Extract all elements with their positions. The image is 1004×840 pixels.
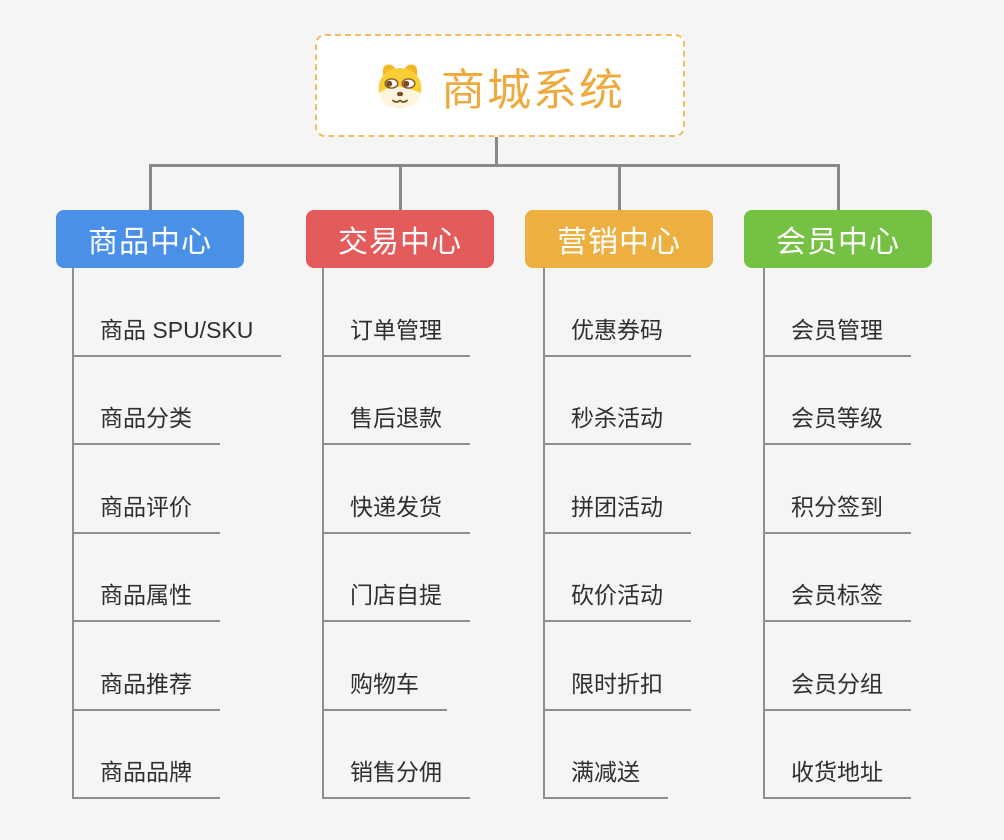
leaf-node[interactable]: 商品品牌: [74, 758, 220, 799]
leaf-node[interactable]: 会员等级: [765, 404, 911, 445]
branch-label: 营销中心: [557, 226, 681, 259]
leaf-node[interactable]: 商品推荐: [74, 670, 220, 711]
branch-node-member-center[interactable]: 会员中心: [744, 210, 932, 268]
connector-drop-trade-center: [399, 164, 402, 210]
leaf-node[interactable]: 商品属性: [74, 581, 220, 622]
leaf-node[interactable]: 秒杀活动: [545, 404, 691, 445]
leaf-node[interactable]: 会员管理: [765, 316, 911, 357]
leaf-node[interactable]: 订单管理: [324, 316, 470, 357]
leaf-node[interactable]: 门店自提: [324, 581, 470, 622]
connector-drop-member-center: [837, 164, 840, 210]
leaf-column-marketing-center: 优惠券码 秒杀活动 拼团活动 砍价活动 限时折扣 满减送: [543, 268, 780, 799]
leaf-node[interactable]: 商品分类: [74, 404, 220, 445]
connector-root-drop: [495, 137, 498, 164]
branch-label: 会员中心: [776, 226, 900, 259]
leaf-node[interactable]: 限时折扣: [545, 670, 691, 711]
root-node-mall-system[interactable]: 商城系统: [315, 34, 685, 137]
leaf-column-member-center: 会员管理 会员等级 积分签到 会员标签 会员分组 收货地址: [763, 268, 1000, 799]
branch-node-trade-center[interactable]: 交易中心: [306, 210, 494, 268]
leaf-node[interactable]: 快递发货: [324, 493, 470, 534]
leaf-node[interactable]: 优惠券码: [545, 316, 691, 357]
dog-face-icon: [375, 62, 425, 109]
branch-label: 交易中心: [338, 226, 462, 259]
connector-drop-product-center: [149, 164, 152, 210]
leaf-node[interactable]: 会员分组: [765, 670, 911, 711]
leaf-node[interactable]: 会员标签: [765, 581, 911, 622]
root-node-title: 商城系统: [441, 65, 625, 115]
leaf-node[interactable]: 收货地址: [765, 758, 911, 799]
leaf-column-product-center: 商品 SPU/SKU 商品分类 商品评价 商品属性 商品推荐 商品品牌: [72, 268, 309, 799]
branch-label: 商品中心: [88, 226, 212, 259]
leaf-node[interactable]: 商品 SPU/SKU: [74, 316, 282, 357]
leaf-node[interactable]: 购物车: [324, 670, 447, 711]
leaf-node[interactable]: 销售分佣: [324, 758, 470, 799]
leaf-node[interactable]: 拼团活动: [545, 493, 691, 534]
leaf-column-trade-center: 订单管理 售后退款 快递发货 门店自提 购物车 销售分佣: [322, 268, 559, 799]
branch-node-marketing-center[interactable]: 营销中心: [525, 210, 713, 268]
branch-node-product-center[interactable]: 商品中心: [56, 210, 244, 268]
leaf-node[interactable]: 商品评价: [74, 493, 220, 534]
leaf-node[interactable]: 售后退款: [324, 404, 470, 445]
connector-horizontal-bus: [149, 164, 840, 167]
leaf-node[interactable]: 积分签到: [765, 493, 911, 534]
connector-drop-marketing-center: [618, 164, 621, 210]
leaf-node[interactable]: 砍价活动: [545, 581, 691, 622]
leaf-node[interactable]: 满减送: [545, 758, 668, 799]
